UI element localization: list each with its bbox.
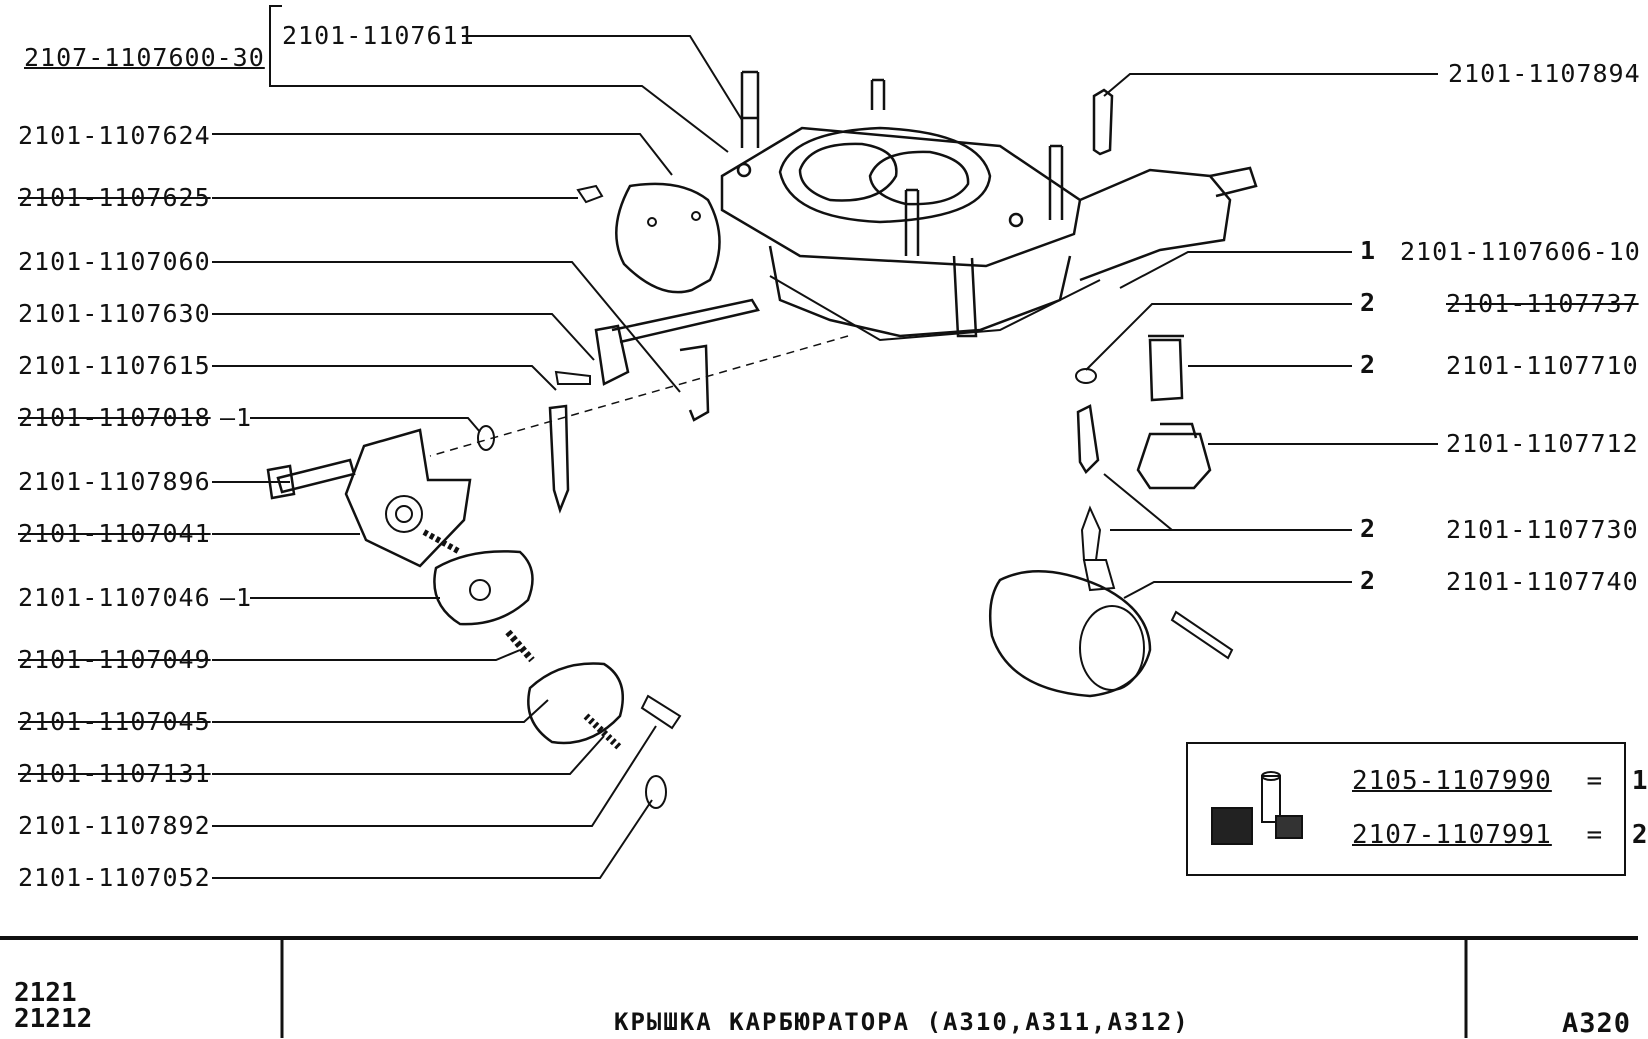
left-label-5: 2101-1107615	[18, 351, 211, 380]
left-label-13: 2101-1107892	[18, 811, 211, 840]
model-1: 2121	[14, 978, 77, 1008]
lever-arm	[594, 324, 630, 386]
right-label-2: 2101-1107606-10	[1400, 237, 1641, 266]
leader-1107615	[212, 365, 557, 391]
leader-1107018	[250, 417, 481, 433]
right-label-5: 2101-1107712	[1446, 429, 1639, 458]
float	[989, 570, 1152, 698]
leader-1107606	[1119, 251, 1352, 289]
left-label-11: 2101-1107045	[18, 707, 211, 736]
left-label-6: 2101-1107018	[18, 403, 211, 432]
left-label-1: 2101-1107624	[18, 121, 211, 150]
header-part-number: 2107-1107600-30	[24, 43, 265, 72]
model-numbers: 2121 21212	[14, 980, 92, 1032]
right-label-4: 2101-1107710	[1446, 351, 1639, 380]
rod-bent	[679, 344, 710, 422]
pump-rod	[548, 404, 570, 514]
float-pin	[1170, 610, 1234, 660]
right-label-3: 2101-1107737	[1446, 289, 1639, 318]
small-screw	[576, 184, 604, 204]
leader-1107060	[212, 261, 681, 393]
left-label-3: 2101-1107060	[18, 247, 211, 276]
leader-1107737	[1085, 303, 1352, 371]
right-qty-6: 2	[1360, 514, 1376, 543]
legend-eq-2: =	[1586, 820, 1604, 850]
legend-row-1: 2105-1107990 = 1	[1352, 766, 1648, 796]
top-part-number: 2101-1107611	[282, 21, 475, 50]
lever-shaft	[611, 298, 760, 344]
legend-eq-1: =	[1586, 766, 1604, 796]
left-label-14: 2101-1107052	[18, 863, 211, 892]
leader-1107894	[1103, 73, 1438, 97]
legend-kit-2: 2107-1107991	[1352, 820, 1552, 850]
needle-valve	[1080, 505, 1102, 561]
bolt-1107896	[266, 458, 356, 500]
choke-housing	[527, 662, 624, 745]
spring-1107049	[505, 629, 535, 663]
left-label-7: 2101-1107896	[18, 467, 211, 496]
right-qty-2: 1	[1360, 236, 1376, 265]
sheet-number: А320	[1562, 1008, 1632, 1039]
left-qty-6: 1	[236, 403, 253, 432]
leader-1107892	[212, 725, 657, 827]
leader-1107049	[212, 649, 521, 661]
screw-1107892	[640, 694, 682, 730]
right-label-6: 2101-1107730	[1446, 515, 1639, 544]
left-qty-dash-9: —	[220, 583, 237, 612]
leader-1107624	[212, 133, 673, 176]
needle-seat	[1148, 334, 1184, 402]
assembly-axis	[429, 335, 849, 457]
leader-1107052	[212, 799, 653, 879]
drawing-title: КРЫШКА КАРБЮРАТОРА (А310,А311,А312)	[614, 1008, 1190, 1036]
header-bracket	[269, 5, 729, 153]
left-label-8: 2101-1107041	[18, 519, 211, 548]
legend-mark-2: 2	[1631, 820, 1648, 850]
repair-kit-legend: 2105-1107990 = 1 2107-1107991 = 2	[1186, 742, 1647, 876]
right-qty-7: 2	[1360, 566, 1376, 595]
nut-1107712	[1136, 422, 1212, 490]
right-label-1: 2101-1107894	[1448, 59, 1641, 88]
right-qty-3: 2	[1360, 288, 1376, 317]
legend-row-2: 2107-1107991 = 2	[1352, 820, 1648, 850]
leader-1107045	[212, 699, 549, 723]
leader-1107730	[1103, 473, 1352, 531]
right-label-7: 2101-1107740	[1446, 567, 1639, 596]
left-label-10: 2101-1107049	[18, 645, 211, 674]
model-2: 21212	[14, 1004, 93, 1034]
legend-mark-1: 1	[1631, 766, 1648, 796]
left-qty-9: 1	[236, 583, 253, 612]
choke-bracket	[344, 428, 472, 568]
jet-1107730	[1076, 404, 1100, 475]
left-qty-dash-6: —	[220, 403, 237, 432]
choke-diaphragm	[433, 550, 534, 626]
left-label-4: 2101-1107630	[18, 299, 211, 328]
right-qty-4: 2	[1360, 350, 1376, 379]
left-label-2: 2101-1107625	[18, 183, 211, 212]
left-label-12: 2101-1107131	[18, 759, 211, 788]
carburetor-cover	[720, 70, 1258, 342]
leader-1107611	[462, 35, 743, 121]
plug-1107052	[645, 775, 667, 809]
legend-kit-1: 2105-1107990	[1352, 766, 1552, 796]
leader-1107740	[1123, 581, 1352, 599]
washer-1107737	[1075, 368, 1097, 384]
ring-washer	[477, 425, 495, 451]
leader-1107630	[212, 313, 595, 361]
pump-cover-disc	[615, 182, 721, 294]
leader-1107131	[212, 735, 605, 775]
kit-icon	[1211, 771, 1303, 845]
left-label-9: 2101-1107046	[18, 583, 211, 612]
